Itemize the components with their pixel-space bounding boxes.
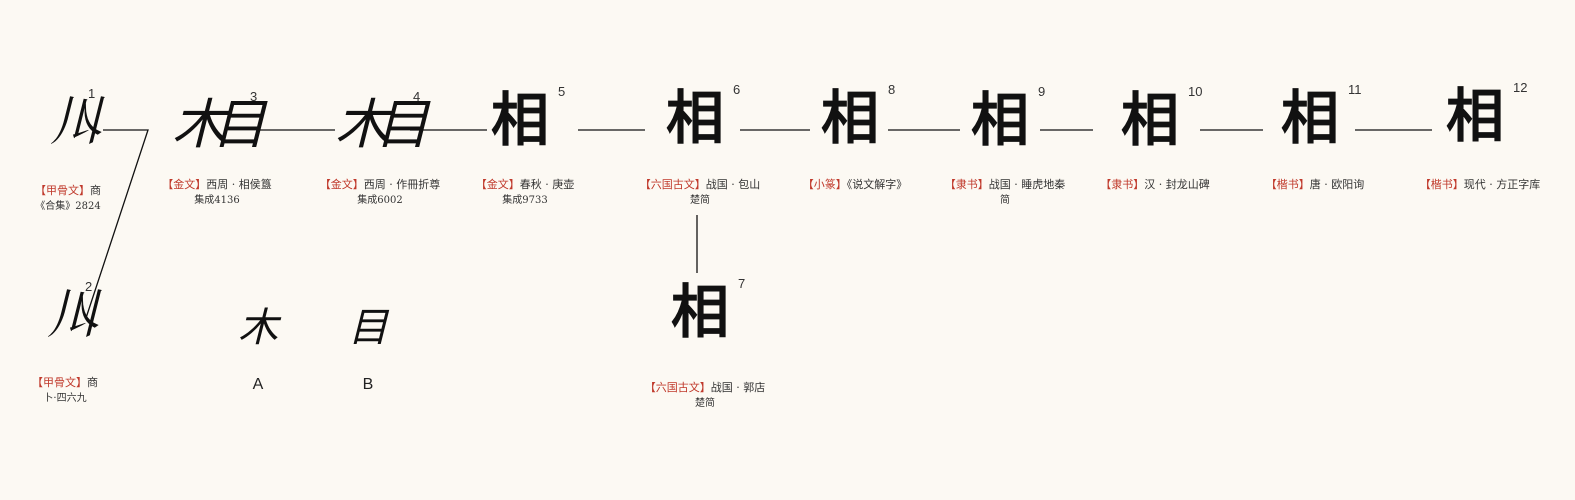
glyph-9: 相 (970, 86, 1030, 154)
caption: 【隶书】战国 · 睡虎地秦简 (945, 177, 1066, 208)
glyph-3: 木目 (172, 93, 266, 156)
glyph-number: 2 (85, 279, 93, 294)
glyph-6: 相 (665, 84, 725, 152)
caption: 【甲骨文】商《合集》2824 (35, 183, 101, 214)
source-detail: 简 (1000, 195, 1010, 206)
connector-1-2 (85, 129, 149, 319)
source: 现代 · 方正字库 (1463, 178, 1541, 191)
source: 西周 · 相侯簋 (206, 178, 272, 191)
source: 商 (87, 376, 98, 389)
glyph-number: 6 (733, 82, 741, 97)
source: 《说文解字》 (846, 178, 908, 191)
script-type: 【金文】 (162, 178, 207, 191)
glyph-8: 相 (820, 84, 880, 152)
glyph-number: 10 (1188, 84, 1203, 99)
script-type: 【隶书】 (944, 178, 989, 191)
script-type: 【楷书】 (1265, 178, 1310, 191)
glyph-number: 11 (1348, 82, 1362, 97)
source: 战国 · 包山 (705, 178, 761, 191)
caption: 【隶书】汉 · 封龙山碑 (1100, 177, 1210, 192)
caption: 【楷书】唐 · 欧阳询 (1266, 177, 1365, 192)
glyph-number: 12 (1513, 80, 1528, 95)
caption: 【楷书】现代 · 方正字库 (1420, 177, 1541, 192)
glyph-number: 9 (1038, 84, 1046, 99)
component-label: B (362, 376, 374, 393)
script-type: 【金文】 (475, 178, 520, 191)
component-glyph: 木 (238, 305, 278, 351)
glyph-number: 5 (558, 84, 566, 99)
script-type: 【金文】 (319, 178, 364, 191)
script-type: 【甲骨文】 (35, 184, 90, 197)
source-detail: 集成4136 (194, 195, 240, 206)
caption: 【金文】西周 · 相侯簋集成4136 (162, 177, 272, 208)
glyph-7: 相 (670, 278, 730, 346)
source-detail: 集成9733 (502, 195, 548, 206)
glyph-10: 相 (1120, 86, 1180, 154)
caption: 【金文】春秋 · 庚壶集成9733 (476, 177, 575, 208)
source-detail: 楚简 (695, 398, 715, 409)
script-type: 【甲骨文】 (32, 376, 87, 389)
source-detail: 《合集》2824 (35, 201, 101, 212)
source: 春秋 · 庚壶 (519, 178, 575, 191)
glyph-number: 4 (413, 89, 421, 104)
glyph-11: 相 (1280, 84, 1340, 152)
component-label: A (252, 376, 264, 393)
source-detail: 楚简 (690, 195, 710, 206)
caption: 【六国古文】战国 · 郭店楚简 (645, 380, 766, 411)
source-detail: 集成6002 (357, 195, 403, 206)
caption: 【金文】西周 · 作冊折尊集成6002 (320, 177, 441, 208)
source: 战国 · 睡虎地秦 (988, 178, 1066, 191)
caption: 【甲骨文】商卜·四六九 (32, 375, 98, 406)
glyph-number: 7 (738, 276, 746, 291)
glyph-4: 木目 (335, 93, 429, 156)
glyph-number: 1 (88, 86, 96, 101)
glyph-1: 𠄓 (48, 90, 102, 153)
script-type: 【隶书】 (1100, 178, 1145, 191)
source: 战国 · 郭店 (710, 381, 766, 394)
source: 商 (90, 184, 101, 197)
script-type: 【小篆】 (802, 178, 847, 191)
script-type: 【六国古文】 (644, 381, 711, 394)
script-type: 【六国古文】 (639, 178, 706, 191)
source: 唐 · 欧阳询 (1309, 178, 1365, 191)
glyph-12: 相 (1445, 82, 1505, 150)
caption: 【小篆】《说文解字》 (803, 177, 908, 192)
script-type: 【楷书】 (1419, 178, 1464, 191)
source-detail: 卜·四六九 (43, 393, 87, 404)
component-glyph: 目 (348, 305, 388, 351)
caption: 【六国古文】战国 · 包山楚简 (640, 177, 761, 208)
glyph-2: 𠄓 (45, 283, 99, 346)
source: 汉 · 封龙山碑 (1144, 178, 1210, 191)
glyph-number: 8 (888, 82, 896, 97)
glyph-number: 3 (250, 89, 258, 104)
glyph-5: 相 (490, 86, 550, 154)
source: 西周 · 作冊折尊 (363, 178, 441, 191)
